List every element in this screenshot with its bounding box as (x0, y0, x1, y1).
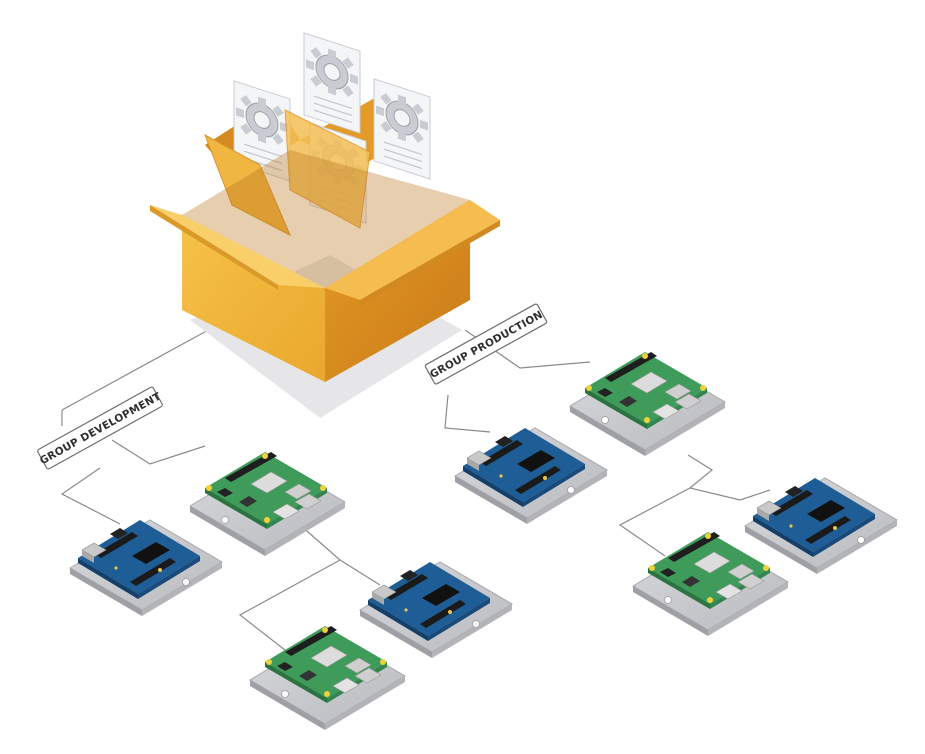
group-development-text: GROUP DEVELOPMENT (38, 390, 164, 467)
package-box-icon (150, 32, 500, 382)
raspberry-pi-board-icon (569, 351, 726, 457)
raspberry-pi-board-icon (632, 531, 789, 637)
arduino-board-icon (69, 519, 223, 617)
development-devices (69, 451, 513, 731)
arduino-board-icon (454, 427, 608, 525)
arduino-board-icon (359, 561, 513, 659)
group-development-label: GROUP DEVELOPMENT (37, 386, 164, 470)
group-production-label: GROUP PRODUCTION (424, 303, 548, 385)
raspberry-pi-board-icon (189, 451, 346, 557)
group-production-text: GROUP PRODUCTION (428, 309, 545, 381)
arduino-board-icon (744, 477, 898, 575)
production-devices (454, 351, 898, 637)
